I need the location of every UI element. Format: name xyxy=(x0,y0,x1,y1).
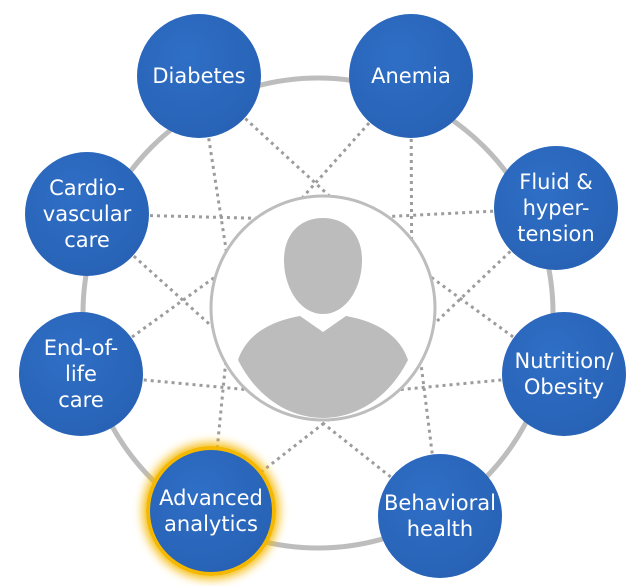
topic-node-nutrition-obesity[interactable]: Nutrition/ Obesity xyxy=(502,312,626,436)
node-label: Nutrition/ Obesity xyxy=(514,348,614,399)
topic-node-fluid-hypertension[interactable]: Fluid & hyper- tension xyxy=(494,146,618,270)
node-label: Fluid & hyper- tension xyxy=(517,169,595,247)
dotted-link xyxy=(419,362,442,517)
topic-node-advanced-analytics[interactable]: Advanced analytics xyxy=(146,446,276,576)
node-label: Cardio- vascular care xyxy=(42,175,132,253)
node-label: End-of- life care xyxy=(43,335,119,413)
node-label: Behavioral health xyxy=(384,490,496,541)
topic-node-behavioral-health[interactable]: Behavioral health xyxy=(378,454,502,578)
node-label: Diabetes xyxy=(152,63,246,88)
node-label: Advanced analytics xyxy=(159,485,263,536)
topic-node-cardiovascular-care[interactable]: Cardio- vascular care xyxy=(25,152,149,276)
dotted-link xyxy=(317,418,441,518)
topic-node-diabetes[interactable]: Diabetes xyxy=(137,14,261,138)
person-silhouette-icon xyxy=(238,218,408,418)
topic-node-anemia[interactable]: Anemia xyxy=(349,14,473,138)
node-label: Anemia xyxy=(371,63,451,88)
topic-node-end-of-life-care[interactable]: End-of- life care xyxy=(19,312,143,436)
